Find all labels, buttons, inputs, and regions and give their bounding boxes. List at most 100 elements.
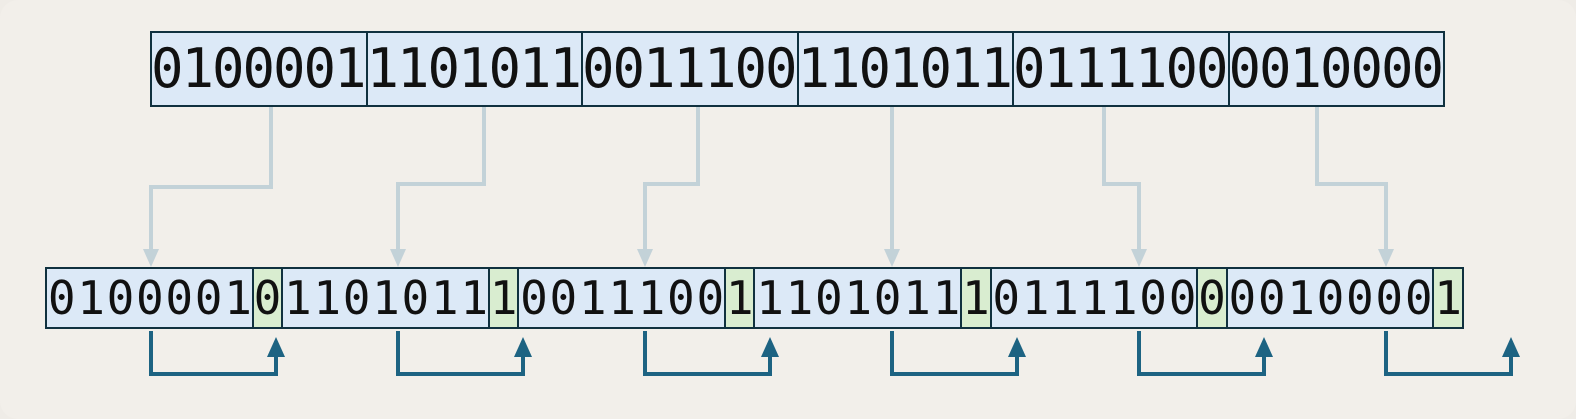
data-bit: 1 [784,269,815,327]
data-bit: 1 [578,269,608,327]
data-bit: 1 [931,269,962,327]
data-bit: 0 [814,269,844,327]
parity-bit: 1 [1432,269,1462,327]
data-bit: 1 [828,33,861,105]
data-bit: 1 [950,33,983,105]
data-bit: 1 [459,269,489,327]
data-bit: 0 [1196,33,1229,105]
data-bit: 1 [1286,269,1316,327]
data-bit: 0 [1320,33,1353,105]
data-bit: 0 [1227,269,1258,327]
data-bit: 0 [735,33,767,105]
data-bit: 1 [889,33,922,105]
data-bit: 0 [47,269,77,327]
data-bit: 0 [243,33,275,105]
data-bit: 1 [371,269,401,327]
data-bit: 1 [397,33,430,105]
data-bit: 0 [1229,33,1261,105]
data-bit: 0 [400,269,431,327]
data-bit: 1 [283,269,313,327]
data-bit: 0 [1259,33,1292,105]
data-bit: 0 [193,269,224,327]
data-bit: 0 [666,269,696,327]
data-bit: 1 [367,33,399,105]
data-bit: 1 [643,33,676,105]
data-bit: 0 [1167,269,1198,327]
data-bit: 0 [1374,269,1404,327]
data-bit: 0 [428,33,460,105]
data-bit: 0 [489,33,521,105]
data-bit: 0 [212,33,245,105]
data-bit: 1 [519,33,552,105]
data-bit: 1 [182,33,214,105]
data-bit: 0 [1166,33,1198,105]
data-bit: 1 [843,269,873,327]
data-bit: 0 [304,33,336,105]
data-bit: 1 [223,269,253,327]
data-bit: 0 [105,269,136,327]
data-bit: 1 [1105,33,1137,105]
data-bit: 0 [765,33,798,105]
data-bit: 1 [430,269,460,327]
data-bit: 1 [1109,269,1139,327]
data-bit: 1 [550,33,582,105]
data-bit: 0 [582,33,615,105]
data-bit: 0 [1351,33,1383,105]
data-bit: 1 [1050,269,1080,327]
data-bit: 0 [164,269,194,327]
data-bit: 1 [312,269,342,327]
data-bit: 1 [1044,33,1076,105]
data-bit: 0 [273,33,306,105]
data-bit: 0 [1412,33,1444,105]
parity-feedback-connectors [149,331,1520,376]
data-bit: 0 [1138,269,1168,327]
data-bit: 0 [341,269,372,327]
data-bit: 1 [1290,33,1322,105]
data-bit: 1 [981,33,1013,105]
data-bit: 0 [519,269,549,327]
data-bit: 1 [76,269,106,327]
parity-bit: 1 [960,269,990,327]
data-bit: 0 [1403,269,1434,327]
data-bit: 1 [607,269,637,327]
parity-bit: 0 [251,269,282,327]
data-bit: 1 [704,33,737,105]
data-bit: 0 [872,269,903,327]
data-bit: 1 [334,33,367,105]
data-bit: 1 [798,33,830,105]
data-bit: 1 [1135,33,1168,105]
data-bit: 1 [636,269,667,327]
data-bit: 1 [1074,33,1107,105]
data-bit: 1 [755,269,785,327]
down-connectors [143,107,1394,267]
data-bit: 0 [1013,33,1046,105]
data-bit: 1 [1020,269,1051,327]
data-bit: 0 [135,269,165,327]
data-bit: 0 [859,33,891,105]
parity-bit: 1 [487,269,518,327]
data-bit: 0 [613,33,645,105]
parity-bit: 1 [723,269,754,327]
data-bit: 0 [548,269,579,327]
data-bit: 0 [151,33,184,105]
data-bit: 1 [674,33,706,105]
data-bit: 0 [991,269,1021,327]
data-bit: 0 [920,33,952,105]
data-bit: 1 [458,33,491,105]
data-bit: 1 [902,269,932,327]
